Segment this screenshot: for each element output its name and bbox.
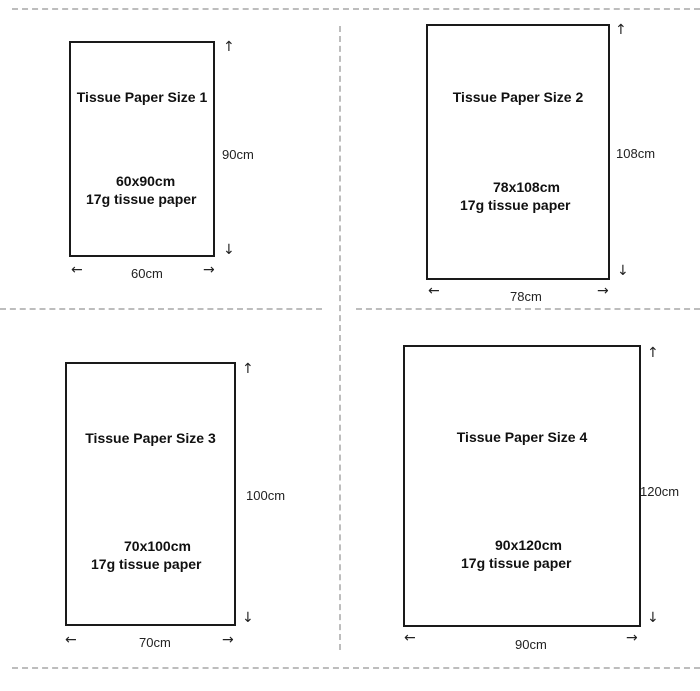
sheet-dimensions: 78x108cm: [493, 179, 560, 195]
vertical-divider: [339, 26, 341, 650]
height-arrow-up-icon: ↑: [223, 39, 235, 55]
width-arrow-right-icon: →: [597, 283, 609, 299]
middle-divider-right: [356, 308, 700, 310]
height-label: 108cm: [616, 146, 656, 161]
top-divider: [12, 8, 700, 10]
sheet-dimensions: 90x120cm: [495, 537, 562, 553]
tissue-sheet-size-2: Tissue Paper Size 2 78x108cm 17g tissue …: [426, 24, 610, 280]
width-arrow-left-icon: ←: [428, 283, 440, 299]
width-arrow-left-icon: ←: [404, 630, 416, 646]
height-arrow-down-icon: ↓: [223, 242, 235, 258]
width-label: 70cm: [139, 635, 171, 650]
sheet-paper-weight: 17g tissue paper: [461, 555, 572, 571]
width-arrow-right-icon: →: [222, 632, 234, 648]
bottom-divider: [12, 667, 700, 669]
height-arrow-down-icon: ↓: [617, 263, 629, 279]
height-arrow-down-icon: ↓: [647, 610, 659, 626]
sheet-paper-weight: 17g tissue paper: [91, 556, 202, 572]
width-arrow-right-icon: →: [203, 262, 215, 278]
width-label: 90cm: [515, 637, 547, 652]
width-arrow-left-icon: ←: [65, 632, 77, 648]
sheet-title: Tissue Paper Size 4: [456, 429, 588, 445]
width-arrow-left-icon: ←: [71, 262, 83, 278]
sheet-dimensions: 60x90cm: [116, 173, 176, 189]
sheet-title: Tissue Paper Size 3: [85, 430, 216, 446]
height-label: 120cm: [640, 484, 680, 499]
tissue-sheet-size-4: Tissue Paper Size 4 90x120cm 17g tissue …: [403, 345, 641, 627]
height-arrow-up-icon: ↑: [615, 22, 627, 38]
width-label: 78cm: [510, 289, 542, 304]
height-label: 90cm: [222, 147, 254, 162]
sheet-title: Tissue Paper Size 2: [452, 89, 584, 105]
width-label: 60cm: [131, 266, 163, 281]
sheet-paper-weight: 17g tissue paper: [460, 197, 571, 213]
height-arrow-up-icon: ↑: [242, 361, 254, 377]
sheet-paper-weight: 17g tissue paper: [86, 191, 197, 207]
middle-divider-left: [0, 308, 322, 310]
height-label: 100cm: [246, 488, 286, 503]
height-arrow-down-icon: ↓: [242, 610, 254, 626]
sheet-title: Tissue Paper Size 1: [76, 89, 208, 105]
tissue-sheet-size-1: Tissue Paper Size 1 60x90cm 17g tissue p…: [69, 41, 215, 257]
height-arrow-up-icon: ↑: [647, 345, 659, 361]
sheet-dimensions: 70x100cm: [124, 538, 191, 554]
width-arrow-right-icon: →: [626, 630, 638, 646]
tissue-sheet-size-3: Tissue Paper Size 3 70x100cm 17g tissue …: [65, 362, 236, 626]
